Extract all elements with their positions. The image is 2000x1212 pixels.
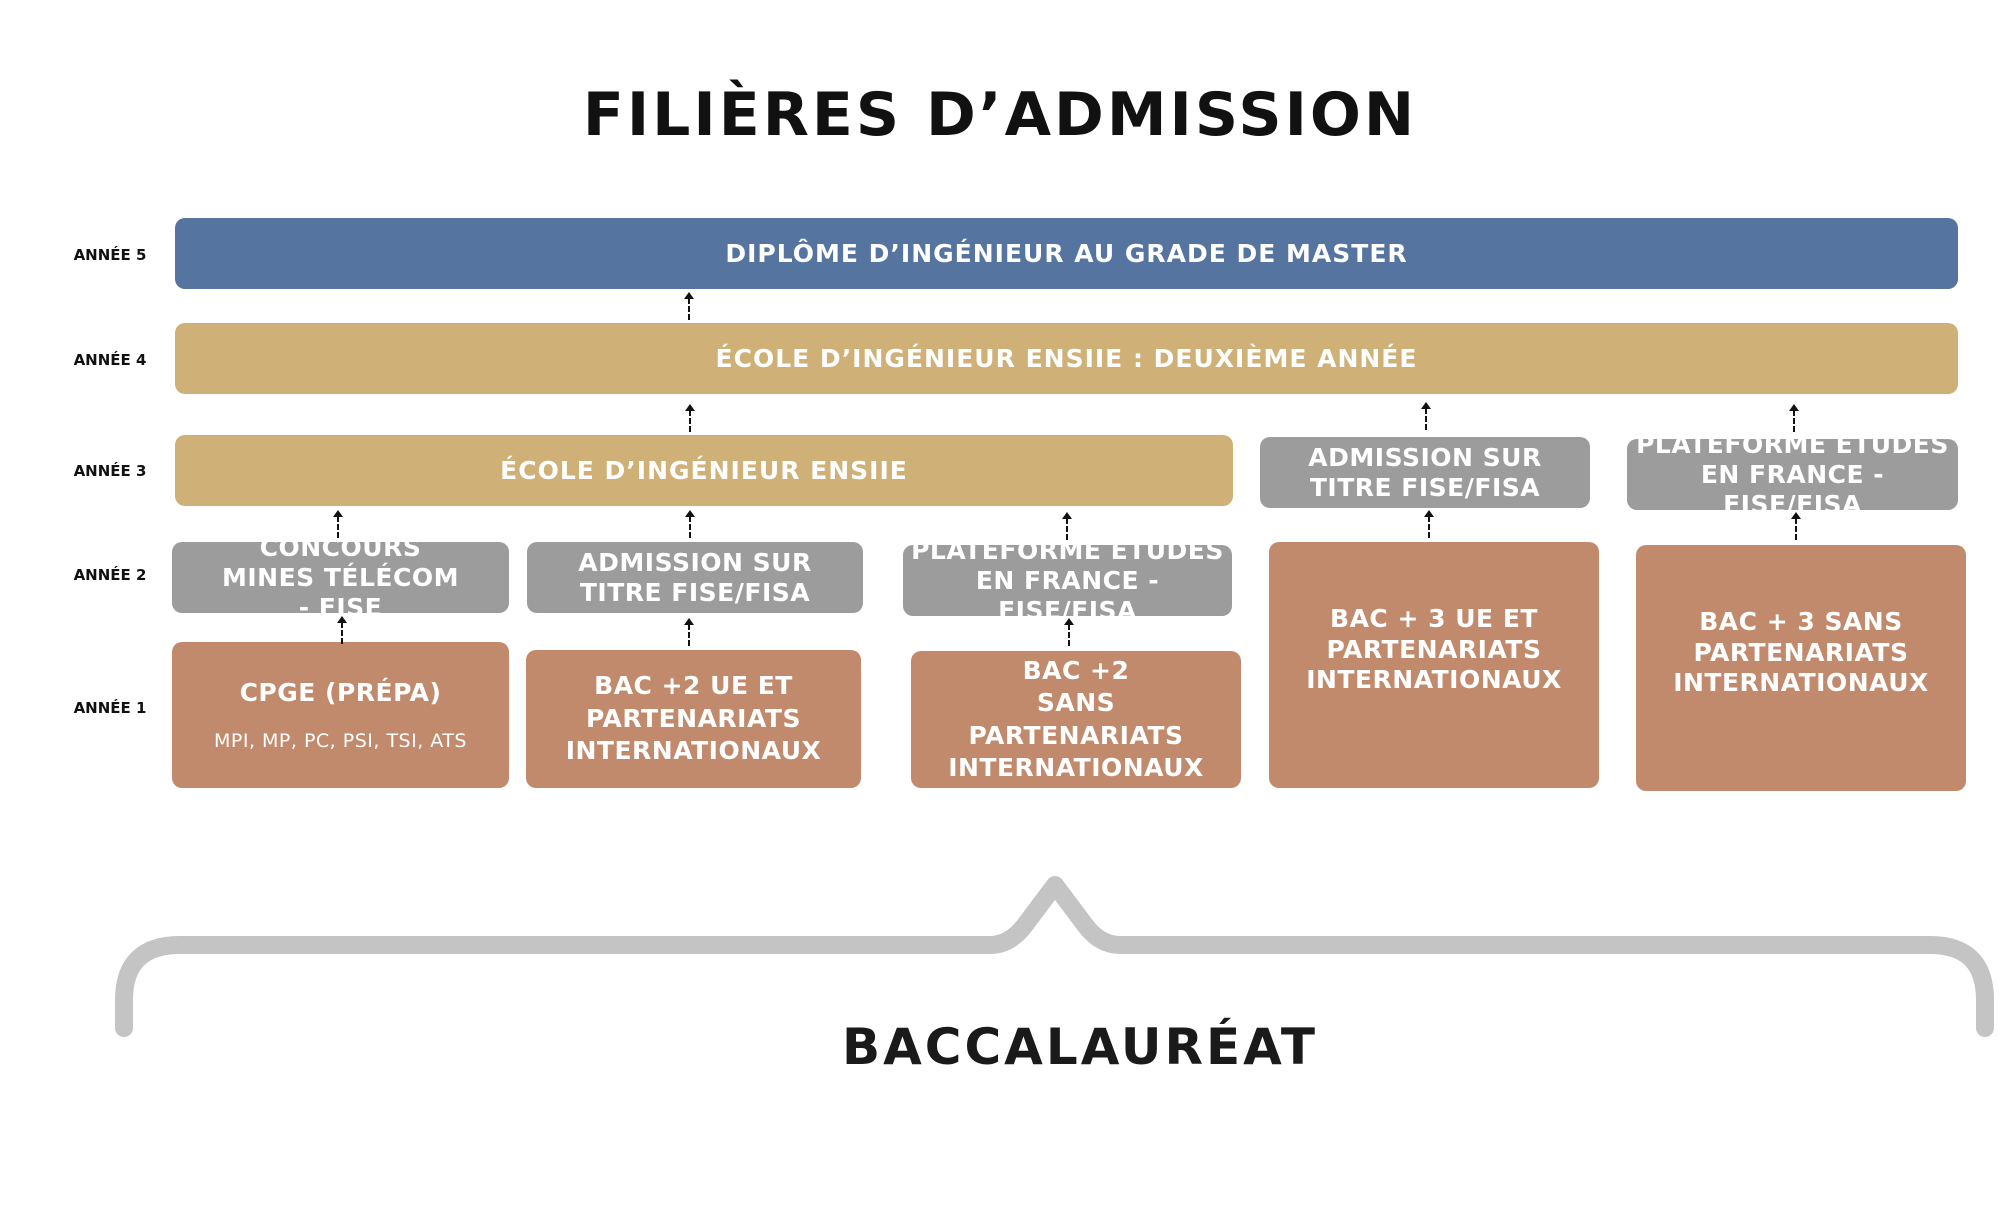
admission-titre-2a-label: ADMISSION SUR TITRE FISE/FISA	[578, 547, 812, 607]
arrow-3-to-4-plateforme	[1789, 404, 1799, 432]
diplome-ingenieur-label: DIPLÔME D’INGÉNIEUR AU GRADE DE MASTER	[725, 238, 1408, 268]
arrow-4-to-5	[684, 292, 694, 320]
year-label-4: ANNÉE 4	[73, 351, 147, 369]
bac2-ue-box: BAC +2 UE ET PARTENARIATS INTERNATIONAUX	[526, 650, 861, 788]
arrow-2-to-3-bac3-sans	[1791, 512, 1801, 540]
arrow-1-to-2-cpge	[337, 616, 347, 644]
brace-shape	[115, 876, 1994, 1037]
ecole-ensiie-label: ÉCOLE D’INGÉNIEUR ENSIIE	[500, 455, 908, 485]
bac2-ue-label: BAC +2 UE ET PARTENARIATS INTERNATIONAUX	[565, 671, 822, 766]
plateforme-3a-label: PLATEFORME ÉTUDES EN FRANCE - FISE/FISA	[1636, 429, 1949, 519]
ecole-deuxieme-annee-box: ÉCOLE D’INGÉNIEUR ENSIIE : DEUXIÈME ANNÉ…	[175, 323, 1958, 394]
plateforme-2a-box: PLATEFORME ÉTUDES EN FRANCE - FISE/FISA	[903, 536, 1232, 625]
ecole-ensiie-box: ÉCOLE D’INGÉNIEUR ENSIIE	[175, 435, 1233, 506]
arrow-3-to-4-admission	[1421, 402, 1431, 430]
ecole-deuxieme-annee-label: ÉCOLE D’INGÉNIEUR ENSIIE : DEUXIÈME ANNÉ…	[715, 343, 1418, 373]
baccalaureat-label: BACCALAURÉAT	[841, 1018, 1319, 1076]
year-label-5: ANNÉE 5	[73, 246, 147, 264]
admission-titre-3a-label: ADMISSION SUR TITRE FISE/FISA	[1308, 442, 1542, 502]
bac3-sans-label: BAC + 3 SANS PARTENARIATS INTERNATIONAUX	[1673, 607, 1929, 697]
arrow-1-to-2-bac2-sans	[1064, 618, 1074, 646]
arrow-2-to-3-plateforme	[1062, 512, 1072, 540]
year-label-1: ANNÉE 1	[73, 699, 147, 717]
admission-titre-2a-box: ADMISSION SUR TITRE FISE/FISA	[527, 542, 863, 613]
page-title: FILIÈRES D’ADMISSION	[582, 80, 1418, 150]
plateforme-2a-label: PLATEFORME ÉTUDES EN FRANCE - FISE/FISA	[911, 535, 1224, 625]
bac2-sans-label-line2: SANS PARTENARIATS INTERNATIONAUX	[948, 688, 1204, 782]
arrow-2-to-3-concours	[333, 510, 343, 538]
arrow-1-to-2-bac2-ue	[684, 618, 694, 646]
year-label-3: ANNÉE 3	[73, 462, 147, 480]
arrow-2-to-3-bac3-ue	[1424, 510, 1434, 538]
cpge-box: CPGE (PRÉPA) MPI, MP, PC, PSI, TSI, ATS	[172, 642, 509, 788]
diplome-ingenieur-box: DIPLÔME D’INGÉNIEUR AU GRADE DE MASTER	[175, 218, 1958, 289]
bac2-sans-label-line1: BAC +2	[1022, 655, 1130, 685]
bac3-ue-label: BAC + 3 UE ET PARTENARIATS INTERNATIONAU…	[1306, 604, 1562, 694]
arrow-3-to-4-ecole	[685, 404, 695, 432]
bac3-ue-box: BAC + 3 UE ET PARTENARIATS INTERNATIONAU…	[1269, 542, 1599, 788]
bac3-sans-box: BAC + 3 SANS PARTENARIATS INTERNATIONAUX	[1636, 545, 1966, 791]
arrow-2-to-3-admission	[685, 510, 695, 538]
plateforme-3a-box: PLATEFORME ÉTUDES EN FRANCE - FISE/FISA	[1627, 430, 1958, 519]
year-label-2: ANNÉE 2	[73, 566, 147, 584]
cpge-sublabel: MPI, MP, PC, PSI, TSI, ATS	[213, 729, 467, 752]
bac2-sans-box: BAC +2 SANS PARTENARIATS INTERNATIONAUX	[911, 651, 1241, 788]
admission-titre-3a-box: ADMISSION SUR TITRE FISE/FISA	[1260, 437, 1590, 508]
cpge-label: CPGE (PRÉPA)	[239, 677, 442, 707]
concours-mines-telecom-box: CONCOURS MINES TÉLÉCOM - FISE	[172, 533, 509, 622]
